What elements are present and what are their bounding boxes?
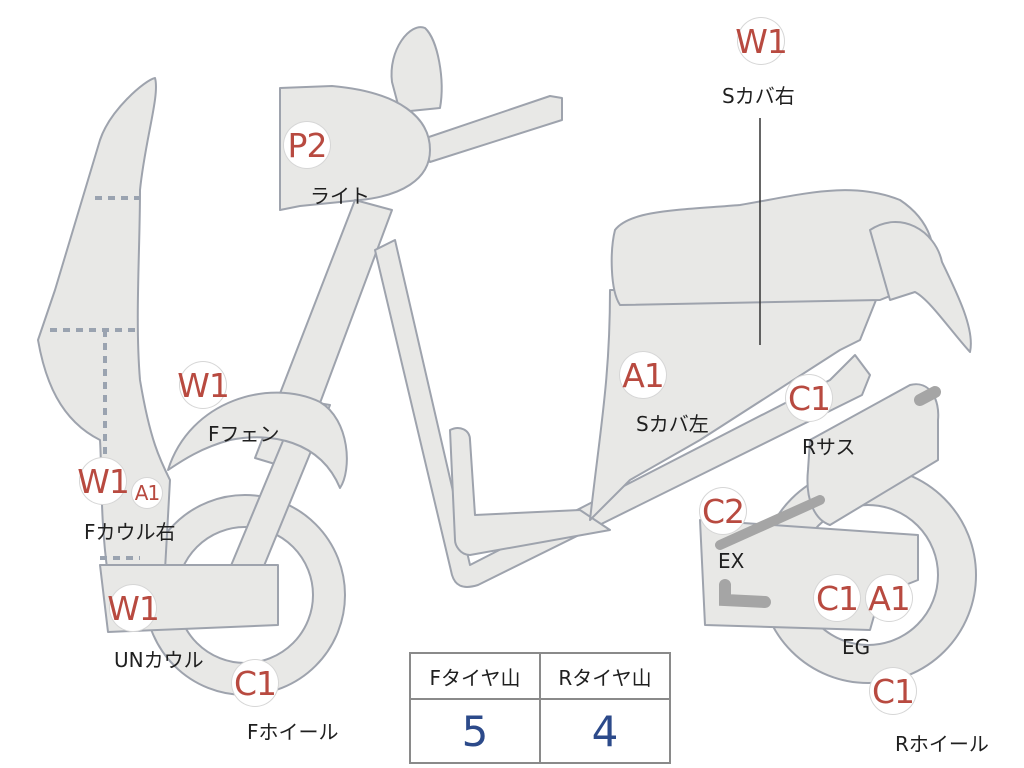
- label-front-fender: Fフェン: [208, 422, 280, 446]
- label-light: ライト: [310, 184, 370, 208]
- label-under-cowl: UNカウル: [114, 648, 204, 672]
- floor-step: [449, 427, 611, 556]
- badge-front-cowl-right-w1: W1: [77, 458, 130, 504]
- badge-front-fender: W1: [177, 362, 230, 408]
- seat: [610, 189, 935, 306]
- rear-suspension: [806, 383, 940, 526]
- badge-front-wheel: C1: [232, 660, 278, 706]
- label-s-cover-right: Sカバ右: [722, 84, 795, 108]
- label-exhaust: EX: [718, 549, 745, 573]
- badge-s-cover-left: A1: [620, 352, 666, 398]
- label-engine: EG: [842, 635, 871, 659]
- tail: [869, 220, 972, 353]
- header-rear-tire: Rタイヤ山: [541, 654, 669, 700]
- front-fender: [167, 391, 348, 489]
- badge-engine-a1: A1: [866, 575, 912, 621]
- label-front-wheel: Fホイール: [247, 720, 339, 744]
- badge-front-cowl-right-a1: A1: [132, 478, 162, 508]
- label-s-cover-left: Sカバ左: [636, 412, 709, 436]
- label-rear-suspension: Rサス: [802, 435, 856, 459]
- exhaust-link: [715, 495, 825, 550]
- frame-floor: [374, 239, 871, 588]
- header-front-tire: Fタイヤ山: [411, 654, 541, 700]
- badge-exhaust: C2: [700, 488, 746, 534]
- label-rear-wheel: Rホイール: [895, 732, 989, 756]
- exhaust-pipe: [719, 579, 771, 608]
- value-front-tire: 5: [411, 700, 541, 762]
- badge-s-cover-right: W1: [735, 18, 788, 64]
- mirror: [390, 26, 443, 113]
- badge-light: P2: [284, 122, 330, 168]
- tire-tread-table: Fタイヤ山 Rタイヤ山 5 4: [409, 652, 671, 764]
- headset: [279, 85, 431, 211]
- badge-under-cowl: W1: [107, 585, 160, 631]
- side-cover: [589, 289, 881, 521]
- shock-rod: [914, 386, 941, 406]
- badge-engine-c1: C1: [814, 575, 860, 621]
- label-front-cowl-right: Fカウル右: [84, 520, 176, 544]
- front-cowl: [37, 77, 171, 576]
- value-rear-tire: 4: [591, 706, 619, 756]
- badge-rear-wheel: C1: [870, 668, 916, 714]
- badge-rear-suspension: C1: [786, 375, 832, 421]
